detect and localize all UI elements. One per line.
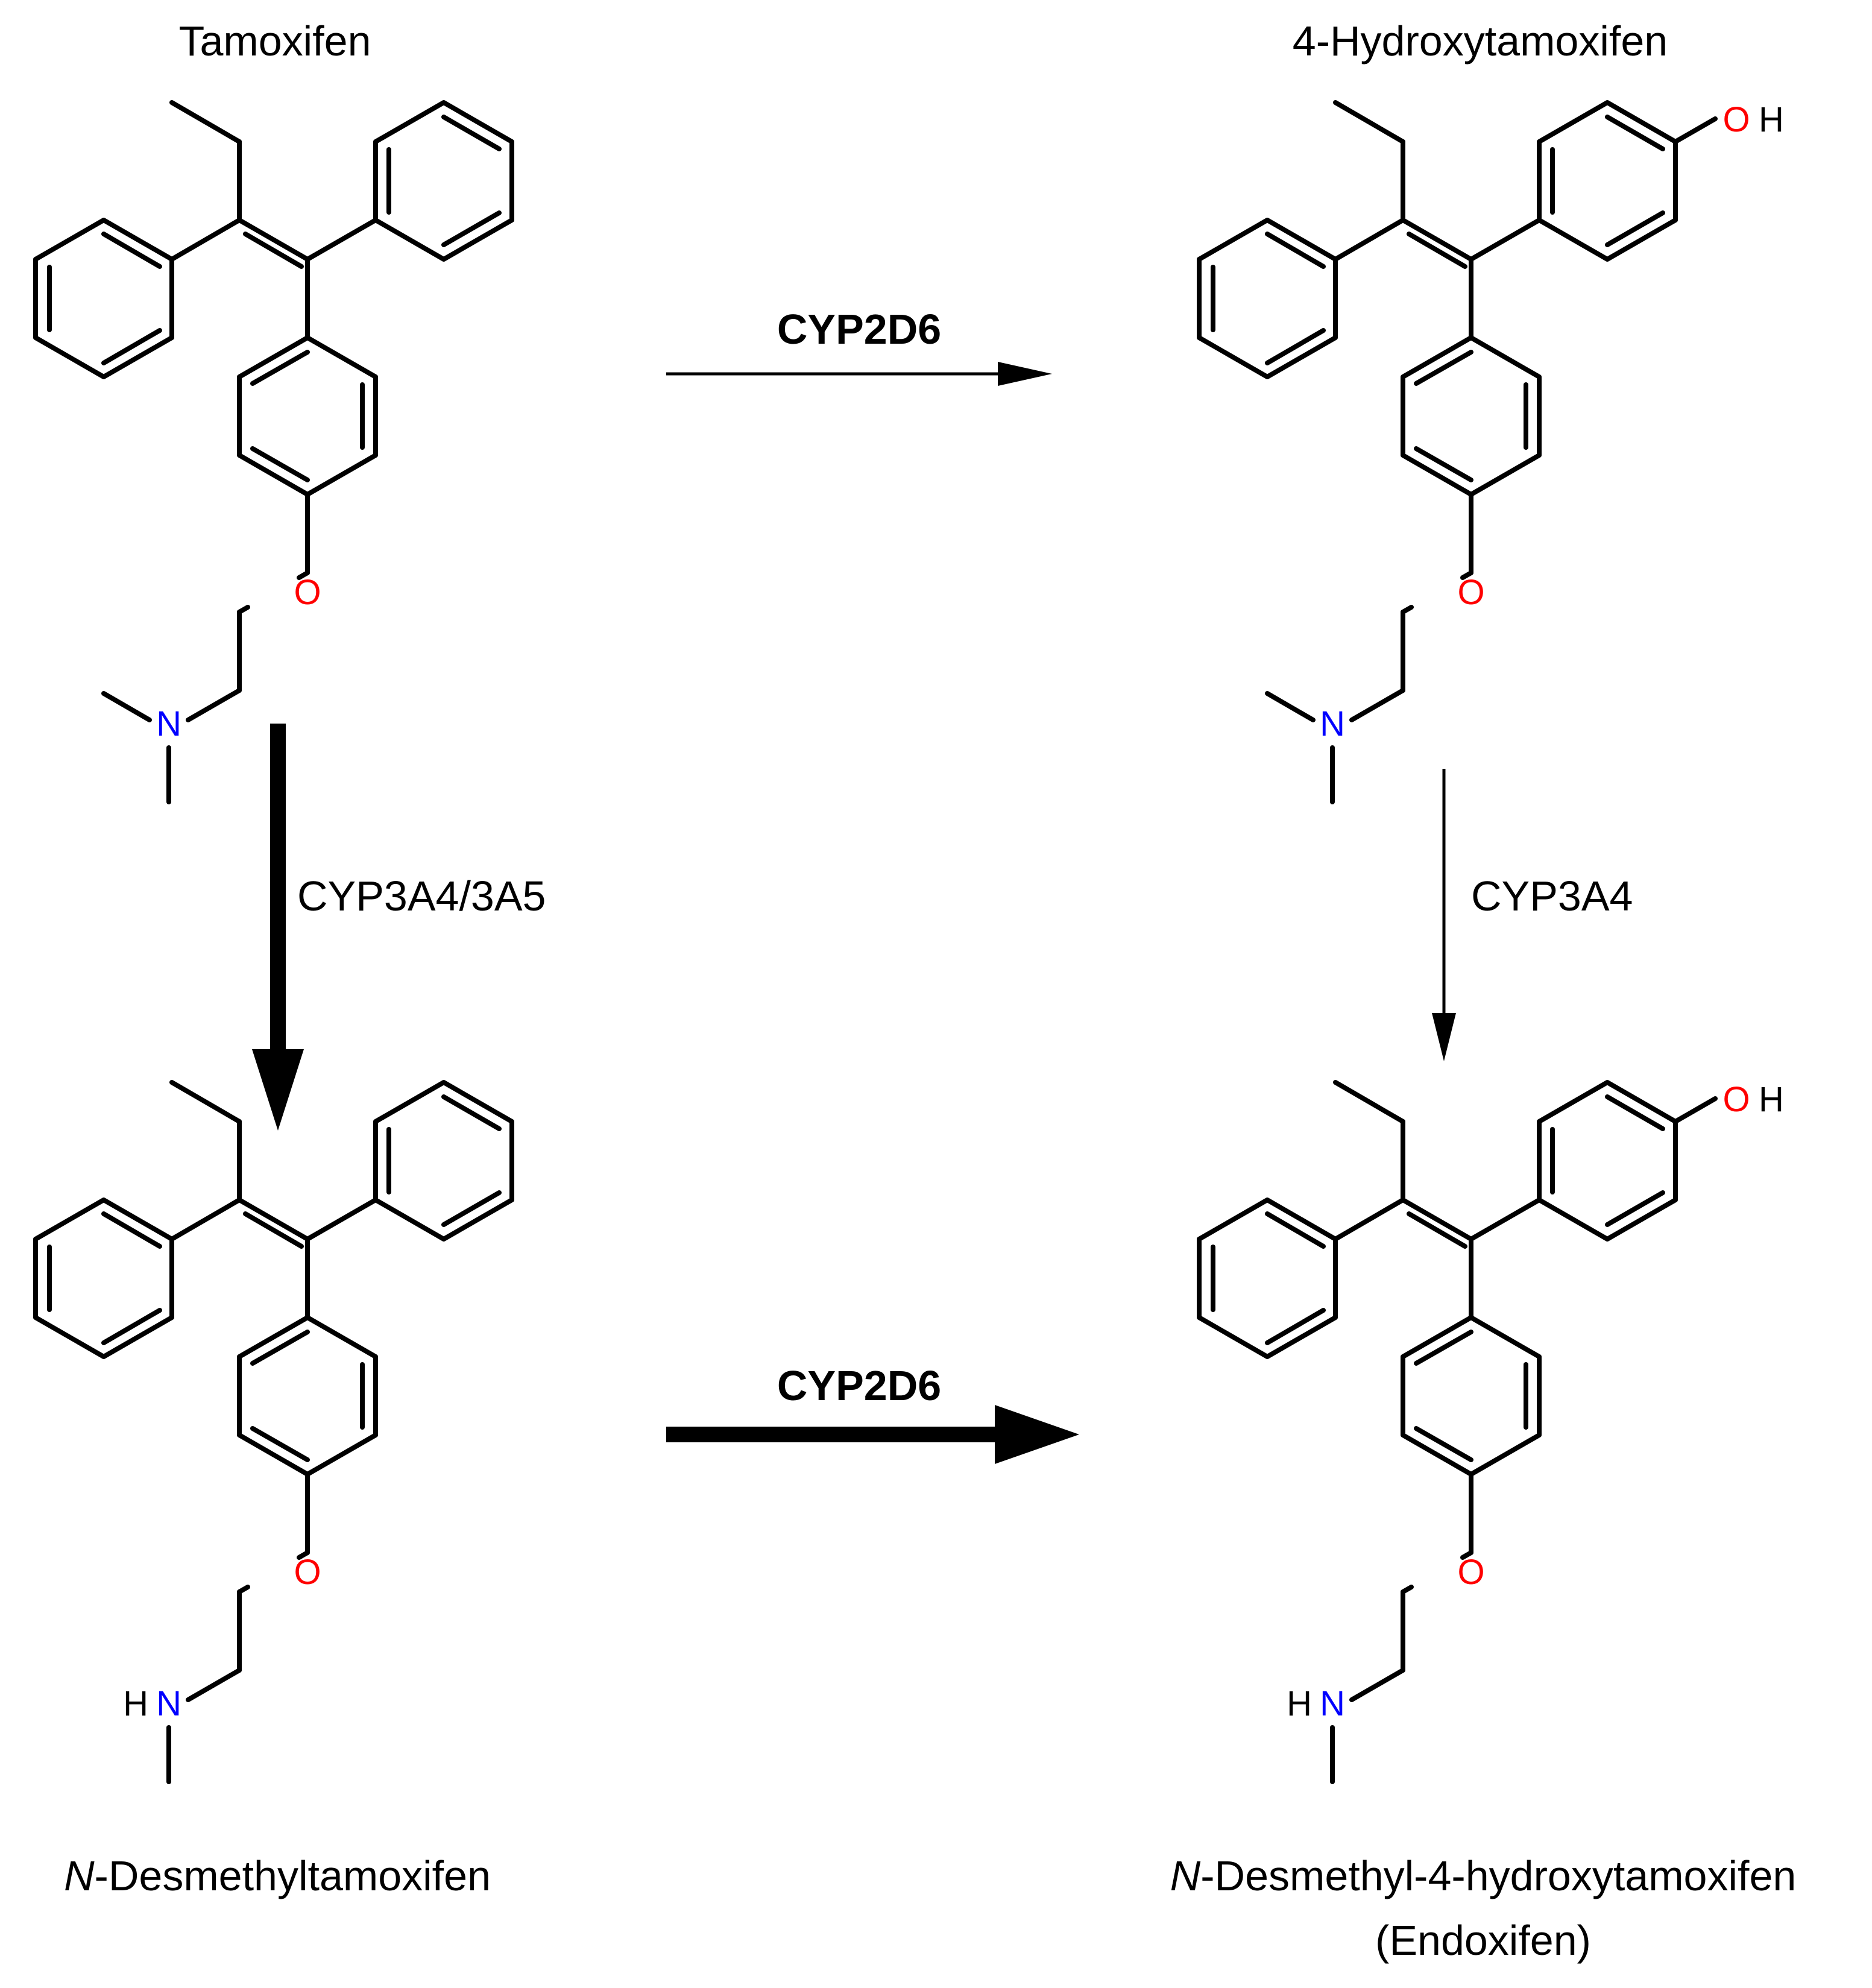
left-enzyme-label: CYP3A4/3A5	[297, 873, 546, 920]
hydroxyl-oxygen-atom: O	[1722, 100, 1750, 139]
tamoxifen-structure: O N	[36, 100, 514, 804]
endoxifen-alias-label: (Endoxifen)	[1375, 1917, 1591, 1964]
amine-nitrogen-atom: N	[156, 1684, 181, 1723]
top-reaction-arrow	[666, 362, 1052, 386]
top-enzyme-label: CYP2D6	[777, 306, 941, 353]
ether-oxygen-atom: O	[1457, 1553, 1484, 1592]
amine-hydrogen-atom: H	[1287, 1684, 1312, 1723]
endoxifen-label: N-Desmethyl-4-hydroxytamoxifen	[1170, 1852, 1797, 1899]
amine-nitrogen-atom: N	[156, 704, 181, 743]
desmethyltamoxifen-label: N-Desmethyltamoxifen	[64, 1852, 491, 1899]
tamoxifen-label: Tamoxifen	[178, 17, 371, 65]
left-reaction-arrow	[252, 724, 304, 1131]
ether-oxygen-atom: O	[294, 573, 321, 612]
hydroxyl-hydrogen-atom: H	[1759, 100, 1784, 139]
desmethyltamoxifen-structure: O H N	[36, 1080, 514, 1784]
hydroxyl-oxygen-atom: O	[1722, 1080, 1750, 1119]
bottom-enzyme-label: CYP2D6	[777, 1362, 941, 1409]
bottom-reaction-arrow	[666, 1405, 1079, 1464]
amine-nitrogen-atom: N	[1320, 1684, 1345, 1723]
amine-nitrogen-atom: N	[1320, 704, 1345, 743]
hydroxytamoxifen-label: 4-Hydroxytamoxifen	[1293, 17, 1668, 65]
right-reaction-arrow	[1432, 769, 1456, 1061]
ether-oxygen-atom: O	[294, 1553, 321, 1592]
hydroxyl-hydrogen-atom: H	[1759, 1080, 1784, 1119]
endoxifen-structure: O H O H N	[1199, 1080, 1784, 1784]
right-enzyme-label: CYP3A4	[1471, 873, 1633, 920]
amine-hydrogen-atom: H	[123, 1684, 148, 1723]
ether-oxygen-atom: O	[1457, 573, 1484, 612]
hydroxytamoxifen-structure: O H O N	[1199, 100, 1784, 804]
